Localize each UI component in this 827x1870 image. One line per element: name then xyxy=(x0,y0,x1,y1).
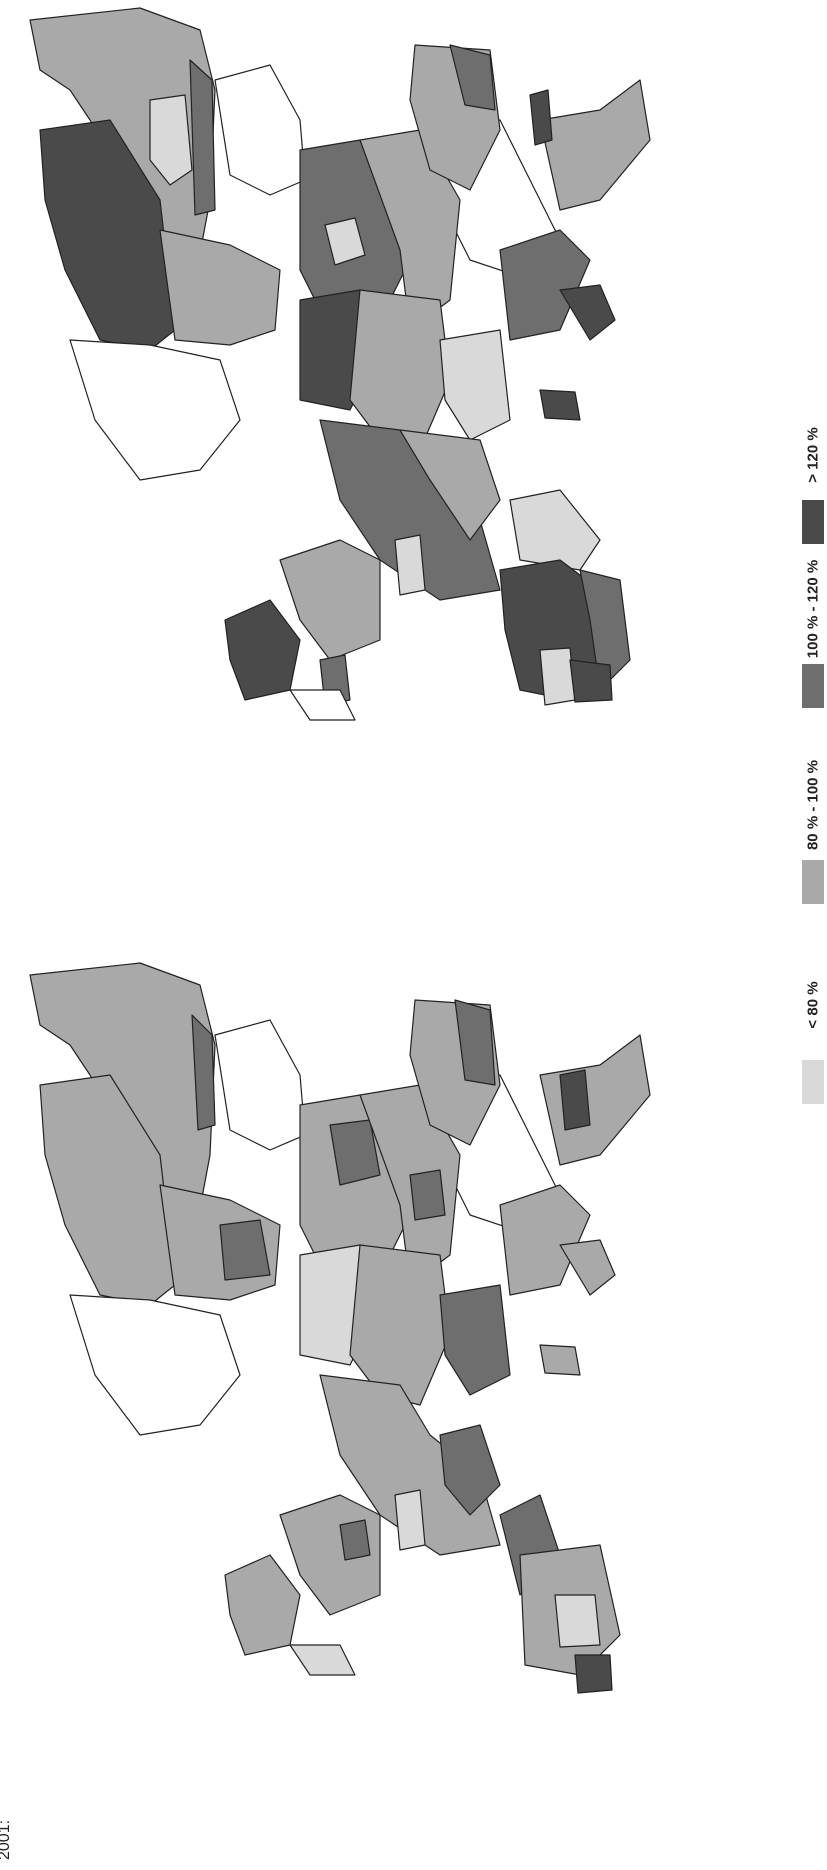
map-region xyxy=(539,79,651,211)
map-region xyxy=(219,1219,271,1281)
map-region xyxy=(159,229,281,346)
map-region xyxy=(69,1294,241,1436)
map-region xyxy=(499,1184,591,1296)
legend-swatch xyxy=(802,664,824,708)
map-region xyxy=(214,64,306,196)
map-region xyxy=(409,1169,446,1221)
map-region xyxy=(399,429,501,541)
map-region xyxy=(539,1344,581,1376)
map-region xyxy=(439,1424,501,1516)
caption-fragment: 2001: xyxy=(0,1819,13,1860)
legend-swatch xyxy=(802,500,824,544)
map-region xyxy=(559,284,616,341)
map-region xyxy=(349,1244,451,1406)
map-region xyxy=(454,999,496,1086)
map-region xyxy=(394,1489,426,1551)
map-region xyxy=(224,1554,301,1656)
map-region xyxy=(191,1014,216,1131)
map-region xyxy=(529,89,553,146)
legend-label: < 80 % xyxy=(804,981,822,1029)
map-region xyxy=(319,1374,501,1556)
map-region xyxy=(149,94,193,186)
map-region xyxy=(569,659,613,703)
map-region xyxy=(394,534,426,596)
legend-swatch xyxy=(802,1060,824,1104)
map-region xyxy=(509,489,601,571)
map-region xyxy=(539,647,576,706)
choropleth-map-bottom xyxy=(29,962,651,1694)
map-region xyxy=(499,229,591,341)
map-region xyxy=(439,1284,511,1396)
choropleth-map-top xyxy=(29,7,651,721)
map-region xyxy=(279,539,381,661)
map-region xyxy=(554,1594,601,1648)
map-region xyxy=(324,217,366,266)
legend-swatch xyxy=(802,860,824,904)
map-region xyxy=(449,44,496,111)
map-region xyxy=(69,339,241,481)
legend-label: 80 % - 100 % xyxy=(804,759,822,851)
map-region xyxy=(439,329,511,441)
map-region xyxy=(289,689,356,721)
map-region xyxy=(539,1034,651,1166)
legend-label: > 120 % xyxy=(804,427,822,483)
map-region xyxy=(539,389,581,421)
map-region xyxy=(559,1069,591,1131)
map-panel-top xyxy=(0,0,760,900)
map-region xyxy=(579,569,631,691)
map-region xyxy=(574,1654,613,1694)
map-region xyxy=(559,1239,616,1296)
legend-label: 100 % - 120 % xyxy=(804,559,822,659)
map-panel-bottom xyxy=(0,955,760,1870)
map-region xyxy=(189,59,216,216)
map-region xyxy=(214,1019,306,1151)
map-region xyxy=(289,1644,356,1676)
map-region xyxy=(224,599,301,701)
map-region xyxy=(339,1519,371,1561)
map-region xyxy=(329,1119,381,1186)
